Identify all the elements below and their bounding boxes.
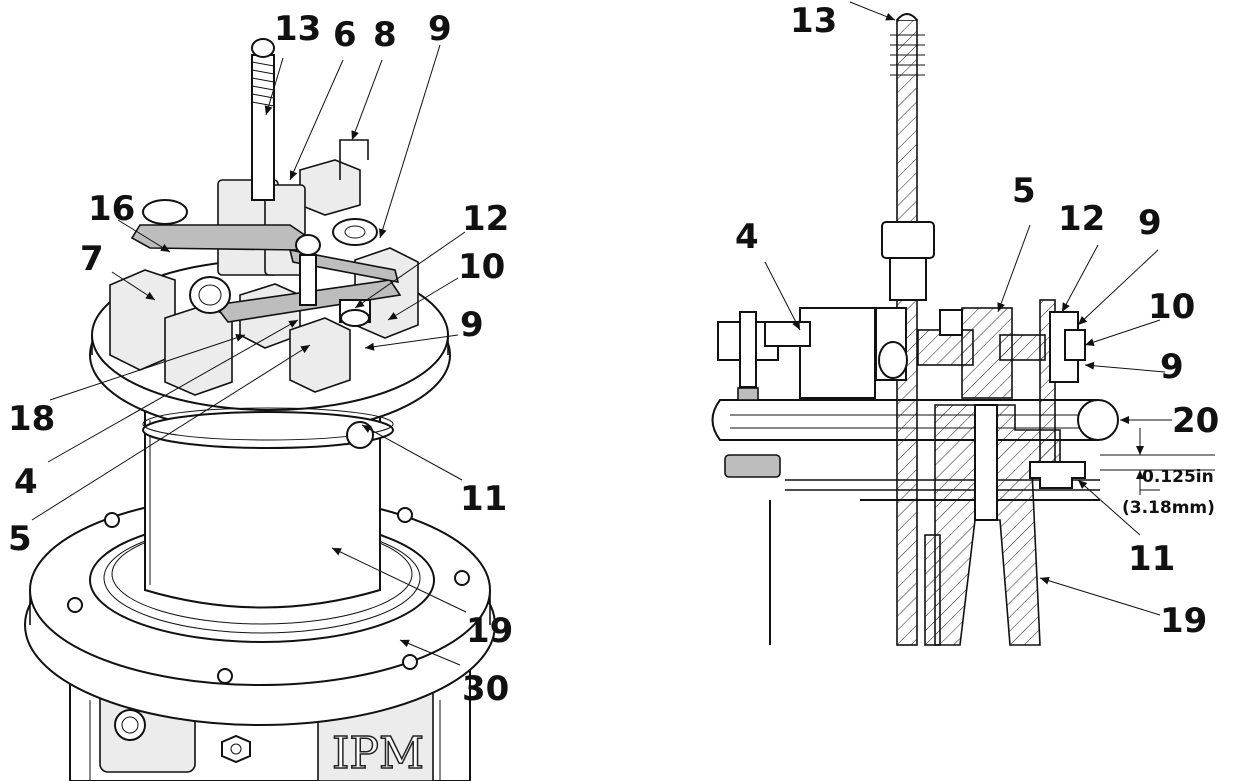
left-label-4: 4 [14, 462, 38, 502]
right-section-view: 0.125in (3.18mm) 13 5 12 9 4 10 9 20 11 … [711, 1, 1219, 646]
left-leaders [31, 44, 467, 666]
right-label-4: 4 [735, 217, 759, 257]
ball [1077, 399, 1119, 441]
left-label-9-bottom: 9 [460, 305, 484, 345]
right-label-13: 13 [790, 1, 837, 41]
clearance-dimension: 0.125in (3.18mm) [1100, 428, 1215, 518]
left-label-30: 30 [462, 669, 509, 709]
right-label-12: 12 [1058, 199, 1105, 239]
left-label-12: 12 [462, 199, 509, 239]
left-isometric-view: IPM [8, 9, 513, 781]
dimension-metric: (3.18mm) [1122, 498, 1215, 518]
left-label-18: 18 [8, 399, 55, 439]
adjust-nut [1029, 461, 1086, 489]
cylinder-housing [144, 409, 381, 609]
left-label-19: 19 [466, 611, 513, 651]
threaded-stem [251, 38, 275, 201]
left-label-7: 7 [80, 239, 104, 279]
right-label-20: 20 [1172, 401, 1219, 441]
right-leaders [764, 1, 1172, 616]
left-label-11: 11 [460, 479, 507, 519]
right-label-5: 5 [1012, 171, 1036, 211]
linkage-arm [717, 311, 811, 401]
left-label-10: 10 [458, 247, 505, 287]
dimension-imperial: 0.125in [1142, 467, 1214, 487]
left-label-5: 5 [8, 519, 32, 559]
left-label-8: 8 [373, 15, 397, 55]
right-label-9-bottom: 9 [1160, 347, 1184, 387]
housing-bore [974, 404, 998, 521]
right-label-19: 19 [1160, 601, 1207, 641]
left-label-16: 16 [88, 189, 135, 229]
left-label-13: 13 [274, 9, 321, 49]
left-label-9-top: 9 [428, 9, 452, 49]
hatched-housing [934, 404, 1061, 646]
left-label-6: 6 [333, 15, 357, 55]
ipm-logo: IPM [332, 728, 424, 779]
right-label-11: 11 [1128, 539, 1175, 579]
right-label-10: 10 [1148, 287, 1195, 327]
right-label-9-top: 9 [1138, 203, 1162, 243]
